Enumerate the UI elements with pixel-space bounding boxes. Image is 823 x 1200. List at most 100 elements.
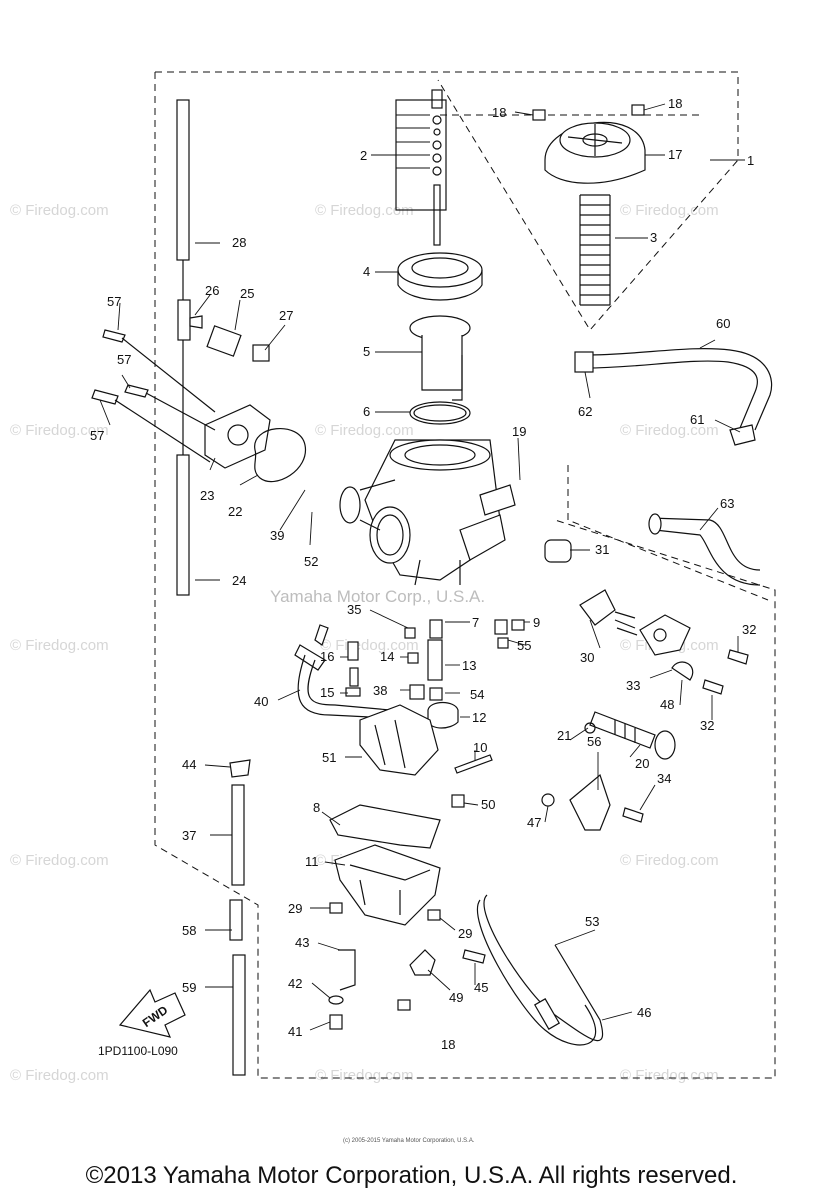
watermark: © Firedog.com — [315, 422, 414, 439]
callout-label: 8 — [313, 800, 320, 815]
callout-label: 57 — [90, 428, 104, 443]
fitting — [177, 299, 270, 362]
callout-label: 18 — [441, 1037, 455, 1052]
callout-label: 41 — [288, 1024, 302, 1039]
carburetor-joint — [204, 404, 271, 469]
callout-label: 7 — [472, 615, 479, 630]
callout-label: 13 — [462, 658, 476, 673]
callout-label: 48 — [660, 697, 674, 712]
callout-label: 26 — [205, 283, 219, 298]
callout-label: 24 — [232, 573, 246, 588]
callout-label: 62 — [578, 404, 592, 419]
throttle-valve — [409, 315, 471, 401]
callout-label: 21 — [557, 728, 571, 743]
small-copyright: (c) 2005-2015 Yamaha Motor Corporation, … — [343, 1138, 475, 1144]
needle-set — [395, 89, 447, 246]
callout-label: 17 — [668, 147, 682, 162]
rubber-boot — [359, 704, 439, 776]
float-chamber-gasket — [329, 804, 441, 849]
coasting-enricher — [579, 589, 694, 681]
callout-label: 18 — [492, 105, 506, 120]
callout-label: 10 — [473, 740, 487, 755]
watermark: © Firedog.com — [10, 1067, 109, 1084]
watermark: © Firedog.com — [315, 202, 414, 219]
callout-label: 20 — [635, 756, 649, 771]
bolt — [91, 329, 216, 463]
screw — [532, 104, 645, 121]
callout-label: 15 — [320, 685, 334, 700]
callout-label: 54 — [470, 687, 484, 702]
callout-label: 3 — [650, 230, 657, 245]
center-watermark: Yamaha Motor Corp., U.S.A. — [270, 587, 485, 606]
watermark: © Firedog.com — [315, 1067, 414, 1084]
throttle-stop-screw — [584, 711, 676, 760]
callout-label: 57 — [107, 294, 121, 309]
callout-label: 51 — [322, 750, 336, 765]
callout-label: 57 — [117, 352, 131, 367]
throttle-valve-spring — [579, 194, 611, 306]
callout-label: 39 — [270, 528, 284, 543]
callout-label: 43 — [295, 935, 309, 950]
callout-label: 6 — [363, 404, 370, 419]
hose — [574, 348, 773, 446]
callout-label: 31 — [595, 542, 609, 557]
callout-label: 18 — [668, 96, 682, 111]
callout-label: 37 — [182, 828, 196, 843]
callout-label: 16 — [320, 649, 334, 664]
carburetor-top-cap — [544, 121, 646, 184]
callout-label: 55 — [517, 638, 531, 653]
callout-label: 33 — [626, 678, 640, 693]
screw — [622, 649, 749, 823]
drain-plug — [409, 949, 436, 976]
fwd-arrow: FWD — [118, 988, 186, 1038]
cap — [544, 539, 572, 563]
callout-label: 2 — [360, 148, 367, 163]
jet-parts — [294, 619, 525, 729]
watermark: © Firedog.com — [10, 852, 109, 869]
callout-label: 60 — [716, 316, 730, 331]
callout-label: 23 — [200, 488, 214, 503]
callout-label: 32 — [742, 622, 756, 637]
o-ring — [409, 401, 471, 425]
watermark: © Firedog.com — [620, 852, 719, 869]
overflow-hose — [229, 759, 251, 1076]
callout-labels: 1 2 3 4 5 6 7 8 9 10 11 12 13 14 15 16 1… — [90, 96, 756, 1052]
callout-label: 29 — [288, 901, 302, 916]
watermark: © Firedog.com — [10, 637, 109, 654]
callout-label: 5 — [363, 344, 370, 359]
watermark: © Firedog.com — [620, 1067, 719, 1084]
callout-label: 12 — [472, 710, 486, 725]
callout-label: 49 — [449, 990, 463, 1005]
callout-label: 34 — [657, 771, 671, 786]
screw — [451, 794, 465, 808]
callout-label: 46 — [637, 1005, 651, 1020]
callout-label: 35 — [347, 602, 361, 617]
callout-label: 53 — [585, 914, 599, 929]
callout-label: 32 — [700, 718, 714, 733]
callout-label: 9 — [533, 615, 540, 630]
float-bracket — [328, 949, 356, 1005]
copyright-notice: ©2013 Yamaha Motor Corporation, U.S.A. A… — [85, 1162, 738, 1189]
assembly-boundaries — [154, 71, 776, 1079]
callout-label: 59 — [182, 980, 196, 995]
callout-label: 25 — [240, 286, 254, 301]
carburetor-body — [339, 439, 516, 586]
vent-hose — [176, 99, 190, 596]
gasket — [254, 427, 306, 483]
watermark: © Firedog.com — [620, 202, 719, 219]
callout-label: 45 — [474, 980, 488, 995]
callout-label: 4 — [363, 264, 370, 279]
watermark: © Firedog.com — [10, 202, 109, 219]
callout-label: 47 — [527, 815, 541, 830]
callout-label: 44 — [182, 757, 196, 772]
callout-label: 30 — [580, 650, 594, 665]
callout-label: 42 — [288, 976, 302, 991]
lower-hoses — [477, 894, 604, 1046]
callout-label: 56 — [587, 734, 601, 749]
hose — [648, 513, 761, 586]
screw — [329, 902, 486, 1030]
callout-label: 58 — [182, 923, 196, 938]
watermark: © Firedog.com — [620, 422, 719, 439]
callout-label: 50 — [481, 797, 495, 812]
